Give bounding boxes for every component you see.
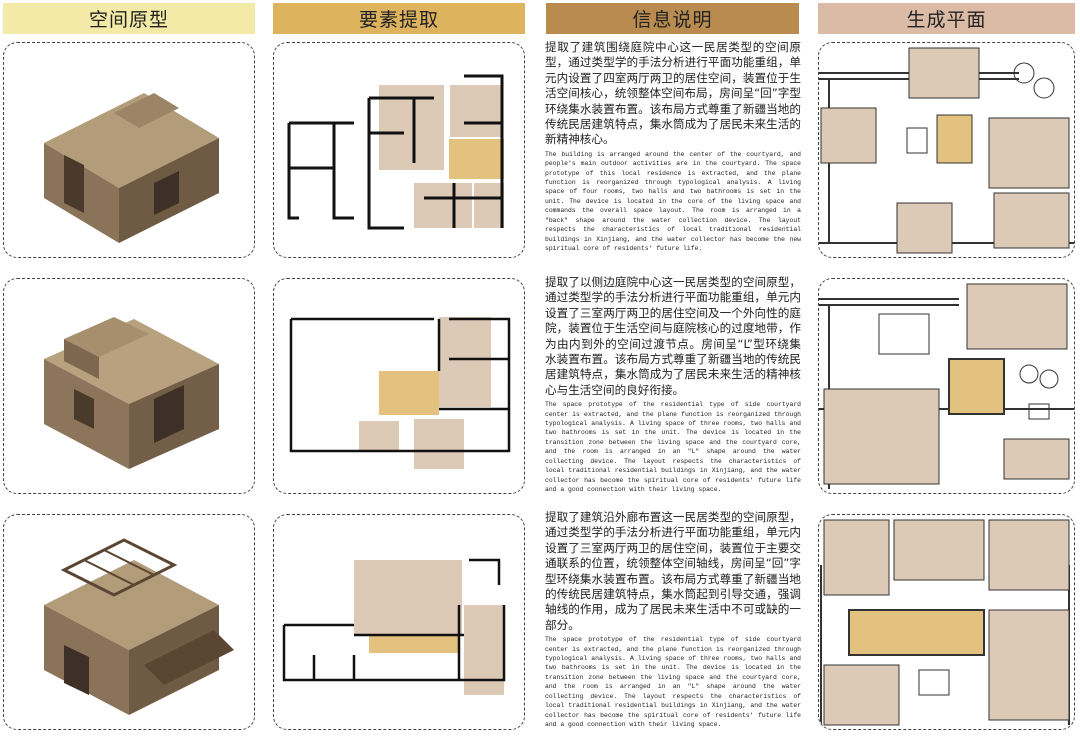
extraction-plan-3 (282, 558, 506, 695)
building-illustration-1 (44, 93, 219, 243)
description-en: The space prototype of the residential t… (545, 636, 801, 728)
description-row-1: 提取了建筑围绕庭院中心这一民居类型的空间原型，通过类型学的手法分析进行平面功能重… (545, 40, 801, 266)
extraction-card-3 (273, 514, 525, 730)
description-cn: 提取了建筑围绕庭院中心这一民居类型的空间原型，通过类型学的手法分析进行平面功能重… (545, 40, 801, 147)
generated-plan-1 (819, 47, 1074, 254)
header-extraction: 要素提取 (273, 3, 525, 34)
prototype-card-2 (3, 278, 255, 494)
plan-card-3 (818, 514, 1075, 730)
description-en: The space prototype of the residential t… (545, 401, 801, 493)
header-description: 信息说明 (546, 3, 799, 34)
building-illustration-3 (44, 538, 234, 715)
extraction-card-1 (273, 42, 525, 258)
extraction-plan-2 (289, 317, 511, 469)
header-plan: 生成平面 (818, 3, 1075, 34)
extraction-plan-1 (287, 74, 504, 230)
plan-card-2 (818, 278, 1075, 494)
description-cn: 提取了建筑沿外廊布置这一民居类型的空间原型，通过类型学的手法分析进行平面功能重组… (545, 510, 801, 632)
prototype-card-1 (3, 42, 255, 258)
prototype-card-3 (3, 514, 255, 730)
header-prototype: 空间原型 (3, 3, 255, 34)
generated-plan-2 (819, 283, 1074, 489)
generated-plan-3 (820, 519, 1070, 726)
description-cn: 提取了以侧边庭院中心这一民居类型的空间原型，通过类型学的手法分析进行平面功能重组… (545, 275, 801, 397)
building-illustration-2 (44, 317, 219, 469)
plan-card-1 (818, 42, 1075, 258)
description-row-2: 提取了以侧边庭院中心这一民居类型的空间原型，通过类型学的手法分析进行平面功能重组… (545, 275, 801, 501)
description-en: The building is arranged around the cent… (545, 150, 801, 252)
extraction-card-2 (273, 278, 525, 494)
description-row-3: 提取了建筑沿外廊布置这一民居类型的空间原型，通过类型学的手法分析进行平面功能重组… (545, 510, 801, 736)
